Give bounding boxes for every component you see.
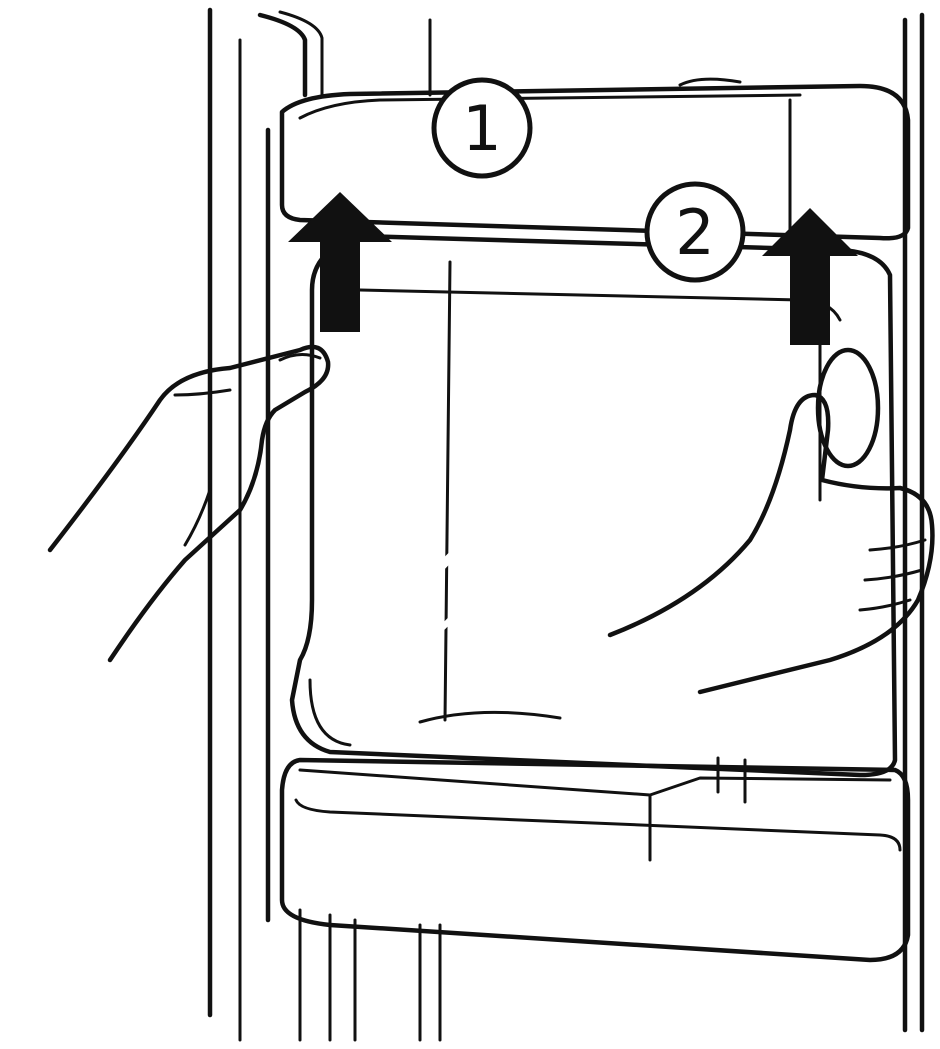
up-arrow-left: [288, 192, 392, 332]
left-hand-lifting: [50, 347, 328, 660]
step-1-label: 1: [462, 92, 501, 165]
step-2-marker: 2: [647, 184, 743, 280]
step-2-label: 2: [675, 196, 714, 269]
bottom-tray: [282, 758, 908, 960]
up-arrow-right: [762, 208, 858, 345]
door-frame: [210, 10, 922, 1040]
right-hand-pulling: [610, 395, 932, 692]
step-1-marker: 1: [434, 80, 530, 176]
